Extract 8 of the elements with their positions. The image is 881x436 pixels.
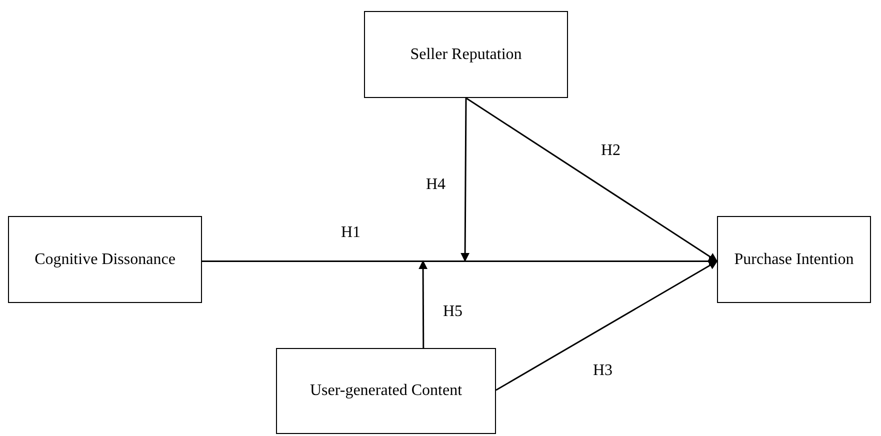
arrow xyxy=(418,260,428,348)
construct-box: Seller Reputation xyxy=(364,11,568,98)
arrow xyxy=(496,260,718,391)
construct-box: User-generated Content xyxy=(276,348,496,434)
construct-box: Purchase Intention xyxy=(717,216,871,303)
arrow xyxy=(460,98,470,262)
arrow xyxy=(466,97,718,262)
construct-box: Cognitive Dissonance xyxy=(8,216,202,303)
